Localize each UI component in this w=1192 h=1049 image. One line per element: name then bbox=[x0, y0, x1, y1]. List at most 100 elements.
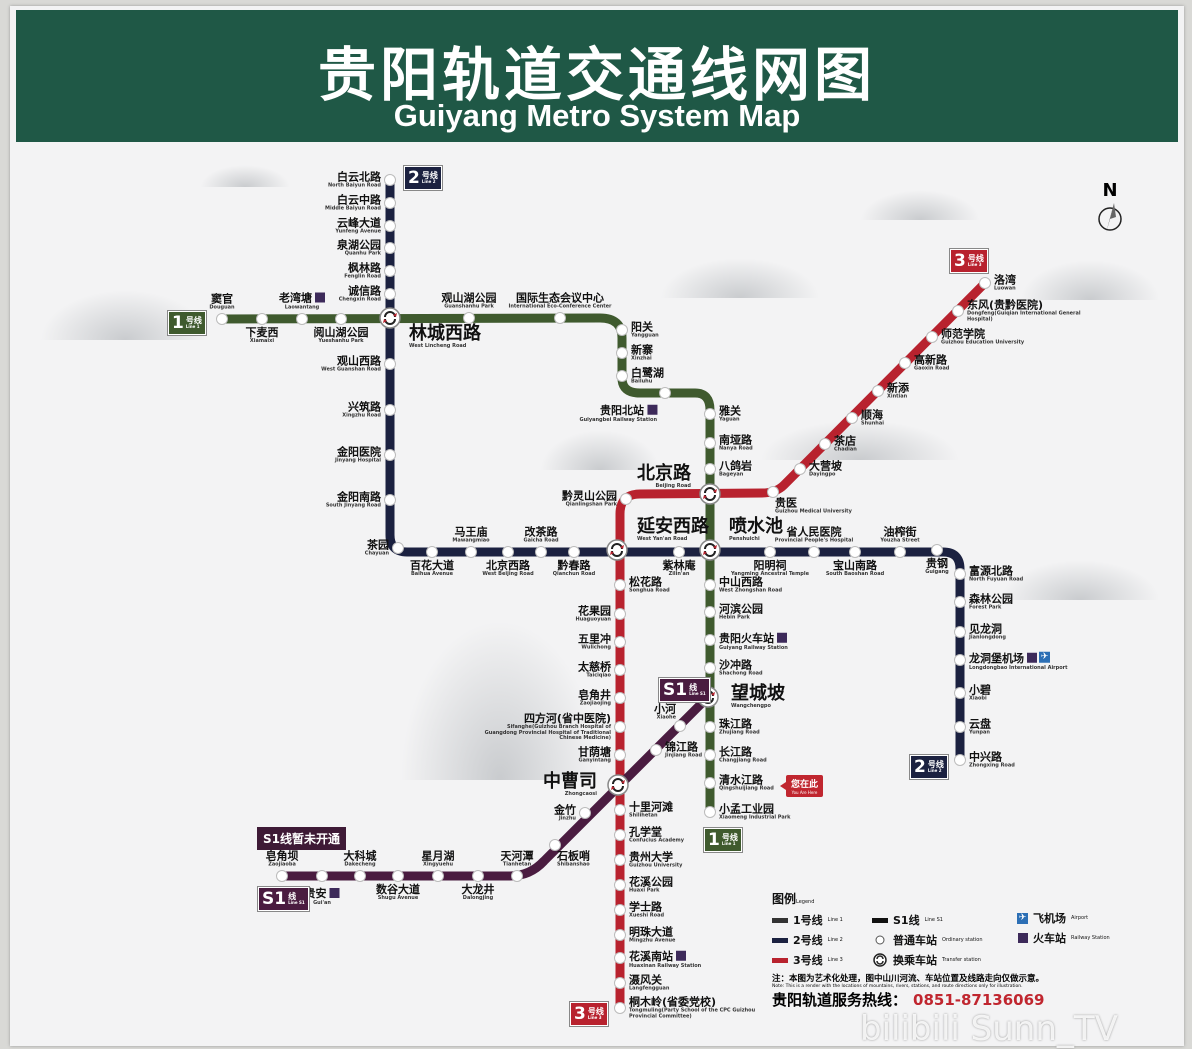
station-marker[interactable] bbox=[673, 546, 685, 558]
transfer-station-icon[interactable] bbox=[607, 774, 629, 796]
station-name-cn: 森林公园 bbox=[969, 592, 1013, 606]
station-marker[interactable] bbox=[354, 870, 366, 882]
station-marker[interactable] bbox=[872, 385, 884, 397]
station-marker[interactable] bbox=[931, 544, 943, 556]
station-label: 东风(贵黔医院)Dongfeng(Guiqian International G… bbox=[967, 300, 1097, 323]
station-marker[interactable] bbox=[256, 313, 268, 325]
station-marker[interactable] bbox=[296, 313, 308, 325]
station-marker[interactable] bbox=[276, 870, 288, 882]
station-marker[interactable] bbox=[704, 749, 716, 761]
station-marker[interactable] bbox=[614, 929, 626, 941]
station-marker[interactable] bbox=[335, 313, 347, 325]
station-marker[interactable] bbox=[704, 437, 716, 449]
station-marker[interactable] bbox=[620, 493, 632, 505]
station-marker[interactable] bbox=[502, 546, 514, 558]
station-marker[interactable] bbox=[616, 324, 628, 336]
station-marker[interactable] bbox=[979, 277, 991, 289]
station-marker[interactable] bbox=[614, 692, 626, 704]
station-marker[interactable] bbox=[614, 608, 626, 620]
station-marker[interactable] bbox=[384, 197, 396, 209]
station-marker[interactable] bbox=[392, 870, 404, 882]
station-marker[interactable] bbox=[674, 720, 686, 732]
station-marker[interactable] bbox=[616, 370, 628, 382]
station-marker[interactable] bbox=[465, 546, 477, 558]
station-marker[interactable] bbox=[568, 546, 580, 558]
station-marker[interactable] bbox=[954, 687, 966, 699]
station-marker[interactable] bbox=[463, 312, 475, 324]
station-marker[interactable] bbox=[384, 404, 396, 416]
station-marker[interactable] bbox=[794, 463, 806, 475]
station-marker[interactable] bbox=[614, 879, 626, 891]
station-marker[interactable] bbox=[614, 664, 626, 676]
station-marker[interactable] bbox=[952, 305, 964, 317]
station-marker[interactable] bbox=[704, 463, 716, 475]
station-marker[interactable] bbox=[384, 358, 396, 370]
station-marker[interactable] bbox=[704, 721, 716, 733]
station-marker[interactable] bbox=[954, 596, 966, 608]
transfer-station-icon[interactable] bbox=[379, 307, 401, 329]
station-marker[interactable] bbox=[650, 744, 662, 756]
station-marker[interactable] bbox=[954, 626, 966, 638]
station-marker[interactable] bbox=[954, 654, 966, 666]
station-marker[interactable] bbox=[704, 579, 716, 591]
airport-icon: ✈ bbox=[1017, 912, 1028, 924]
station-marker[interactable] bbox=[614, 721, 626, 733]
station-marker[interactable] bbox=[384, 288, 396, 300]
station-marker[interactable] bbox=[704, 662, 716, 674]
station-marker[interactable] bbox=[894, 546, 906, 558]
station-marker[interactable] bbox=[899, 357, 911, 369]
station-marker[interactable] bbox=[764, 546, 776, 558]
station-marker[interactable] bbox=[384, 265, 396, 277]
station-marker[interactable] bbox=[926, 331, 938, 343]
station-marker[interactable] bbox=[954, 568, 966, 580]
station-name-en: Douguan bbox=[209, 304, 235, 311]
station-marker[interactable] bbox=[216, 313, 228, 325]
station-marker[interactable] bbox=[808, 546, 820, 558]
station-marker[interactable] bbox=[472, 870, 484, 882]
station-marker[interactable] bbox=[392, 542, 404, 554]
station-marker[interactable] bbox=[549, 839, 561, 851]
transfer-station-icon[interactable] bbox=[699, 483, 721, 505]
station-marker[interactable] bbox=[616, 347, 628, 359]
station-marker[interactable] bbox=[511, 870, 523, 882]
station-marker[interactable] bbox=[849, 546, 861, 558]
station-marker[interactable] bbox=[384, 174, 396, 186]
station-marker[interactable] bbox=[614, 952, 626, 964]
station-marker[interactable] bbox=[819, 438, 831, 450]
station-marker[interactable] bbox=[432, 870, 444, 882]
station-marker[interactable] bbox=[704, 408, 716, 420]
station-marker[interactable] bbox=[614, 804, 626, 816]
station-marker[interactable] bbox=[954, 721, 966, 733]
station-marker[interactable] bbox=[614, 579, 626, 591]
station-marker[interactable] bbox=[614, 904, 626, 916]
station-marker[interactable] bbox=[384, 449, 396, 461]
station-marker[interactable] bbox=[535, 546, 547, 558]
station-marker[interactable] bbox=[954, 754, 966, 766]
station-marker[interactable] bbox=[579, 807, 591, 819]
station-marker[interactable] bbox=[316, 870, 328, 882]
station-marker[interactable] bbox=[426, 546, 438, 558]
station-marker[interactable] bbox=[384, 242, 396, 254]
transfer-station-icon[interactable] bbox=[699, 539, 721, 561]
station-marker[interactable] bbox=[704, 777, 716, 789]
station-marker[interactable] bbox=[704, 806, 716, 818]
station-marker[interactable] bbox=[614, 854, 626, 866]
station-marker[interactable] bbox=[659, 387, 671, 399]
station-marker[interactable] bbox=[767, 486, 779, 498]
station-marker[interactable] bbox=[846, 412, 858, 424]
station-marker[interactable] bbox=[384, 494, 396, 506]
station-marker[interactable] bbox=[554, 312, 566, 324]
transfer-station-icon[interactable] bbox=[606, 539, 628, 561]
station-marker[interactable] bbox=[384, 220, 396, 232]
station-marker[interactable] bbox=[614, 636, 626, 648]
legend-label-en: Line 2 bbox=[827, 937, 843, 943]
station-marker[interactable] bbox=[704, 634, 716, 646]
station-marker[interactable] bbox=[614, 749, 626, 761]
station-marker[interactable] bbox=[614, 1002, 626, 1014]
station-marker[interactable] bbox=[614, 977, 626, 989]
station-marker[interactable] bbox=[704, 606, 716, 618]
station-marker[interactable] bbox=[614, 829, 626, 841]
